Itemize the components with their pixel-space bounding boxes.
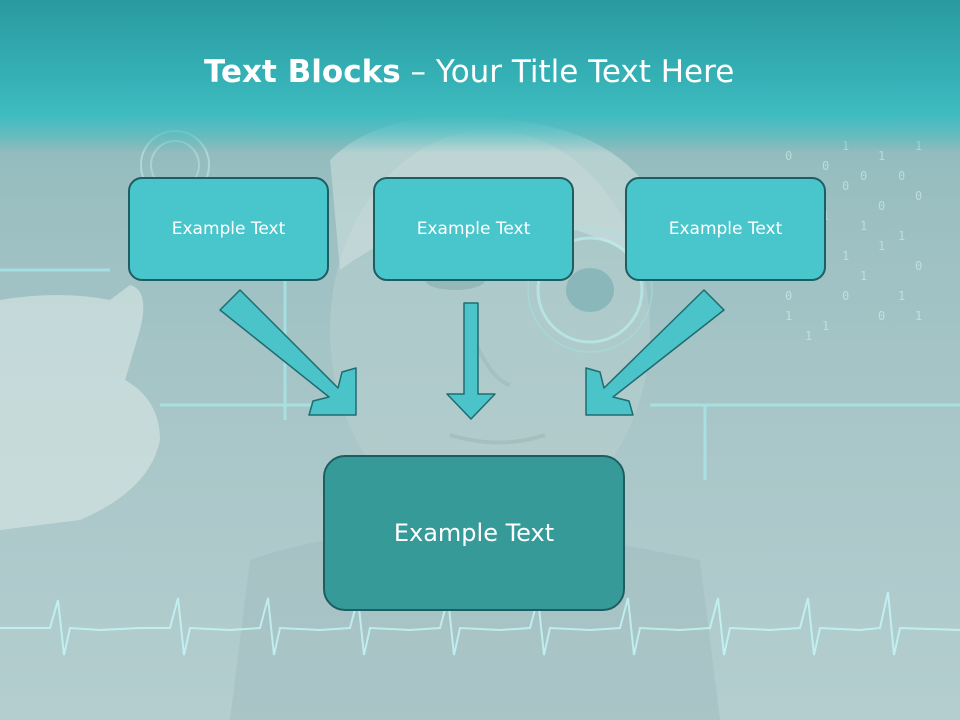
title-rest: Your Title Text Here: [435, 54, 735, 90]
svg-text:0: 0: [878, 199, 885, 213]
text-box-top-center-label: Example Text: [416, 219, 531, 239]
svg-text:0: 0: [842, 179, 849, 193]
text-box-main-label: Example Text: [393, 519, 555, 547]
text-box-top-left-label: Example Text: [171, 219, 286, 239]
svg-text:0: 0: [860, 169, 867, 183]
svg-text:1: 1: [898, 229, 905, 243]
svg-text:0: 0: [842, 289, 849, 303]
text-box-top-center[interactable]: Example Text: [373, 177, 574, 281]
svg-text:1: 1: [860, 269, 867, 283]
text-box-top-right-label: Example Text: [668, 219, 783, 239]
svg-text:0: 0: [898, 169, 905, 183]
svg-text:1: 1: [785, 309, 792, 323]
text-box-top-left[interactable]: Example Text: [128, 177, 329, 281]
svg-text:1: 1: [915, 309, 922, 323]
svg-text:0: 0: [822, 159, 829, 173]
title-separator: –: [400, 54, 436, 90]
svg-text:0: 0: [915, 259, 922, 273]
svg-text:1: 1: [860, 219, 867, 233]
svg-text:0: 0: [785, 149, 792, 163]
svg-text:1: 1: [878, 149, 885, 163]
svg-text:1: 1: [842, 249, 849, 263]
svg-text:1: 1: [898, 289, 905, 303]
svg-text:1: 1: [878, 239, 885, 253]
title-band: [0, 0, 960, 153]
text-box-top-right[interactable]: Example Text: [625, 177, 826, 281]
svg-text:0: 0: [915, 189, 922, 203]
slide-title: Text Blocks – Your Title Text Here: [204, 54, 734, 90]
svg-text:1: 1: [805, 329, 812, 343]
svg-text:1: 1: [822, 319, 829, 333]
text-box-main[interactable]: Example Text: [323, 455, 625, 611]
title-bold: Text Blocks: [204, 54, 401, 90]
svg-text:0: 0: [878, 309, 885, 323]
svg-text:0: 0: [785, 289, 792, 303]
